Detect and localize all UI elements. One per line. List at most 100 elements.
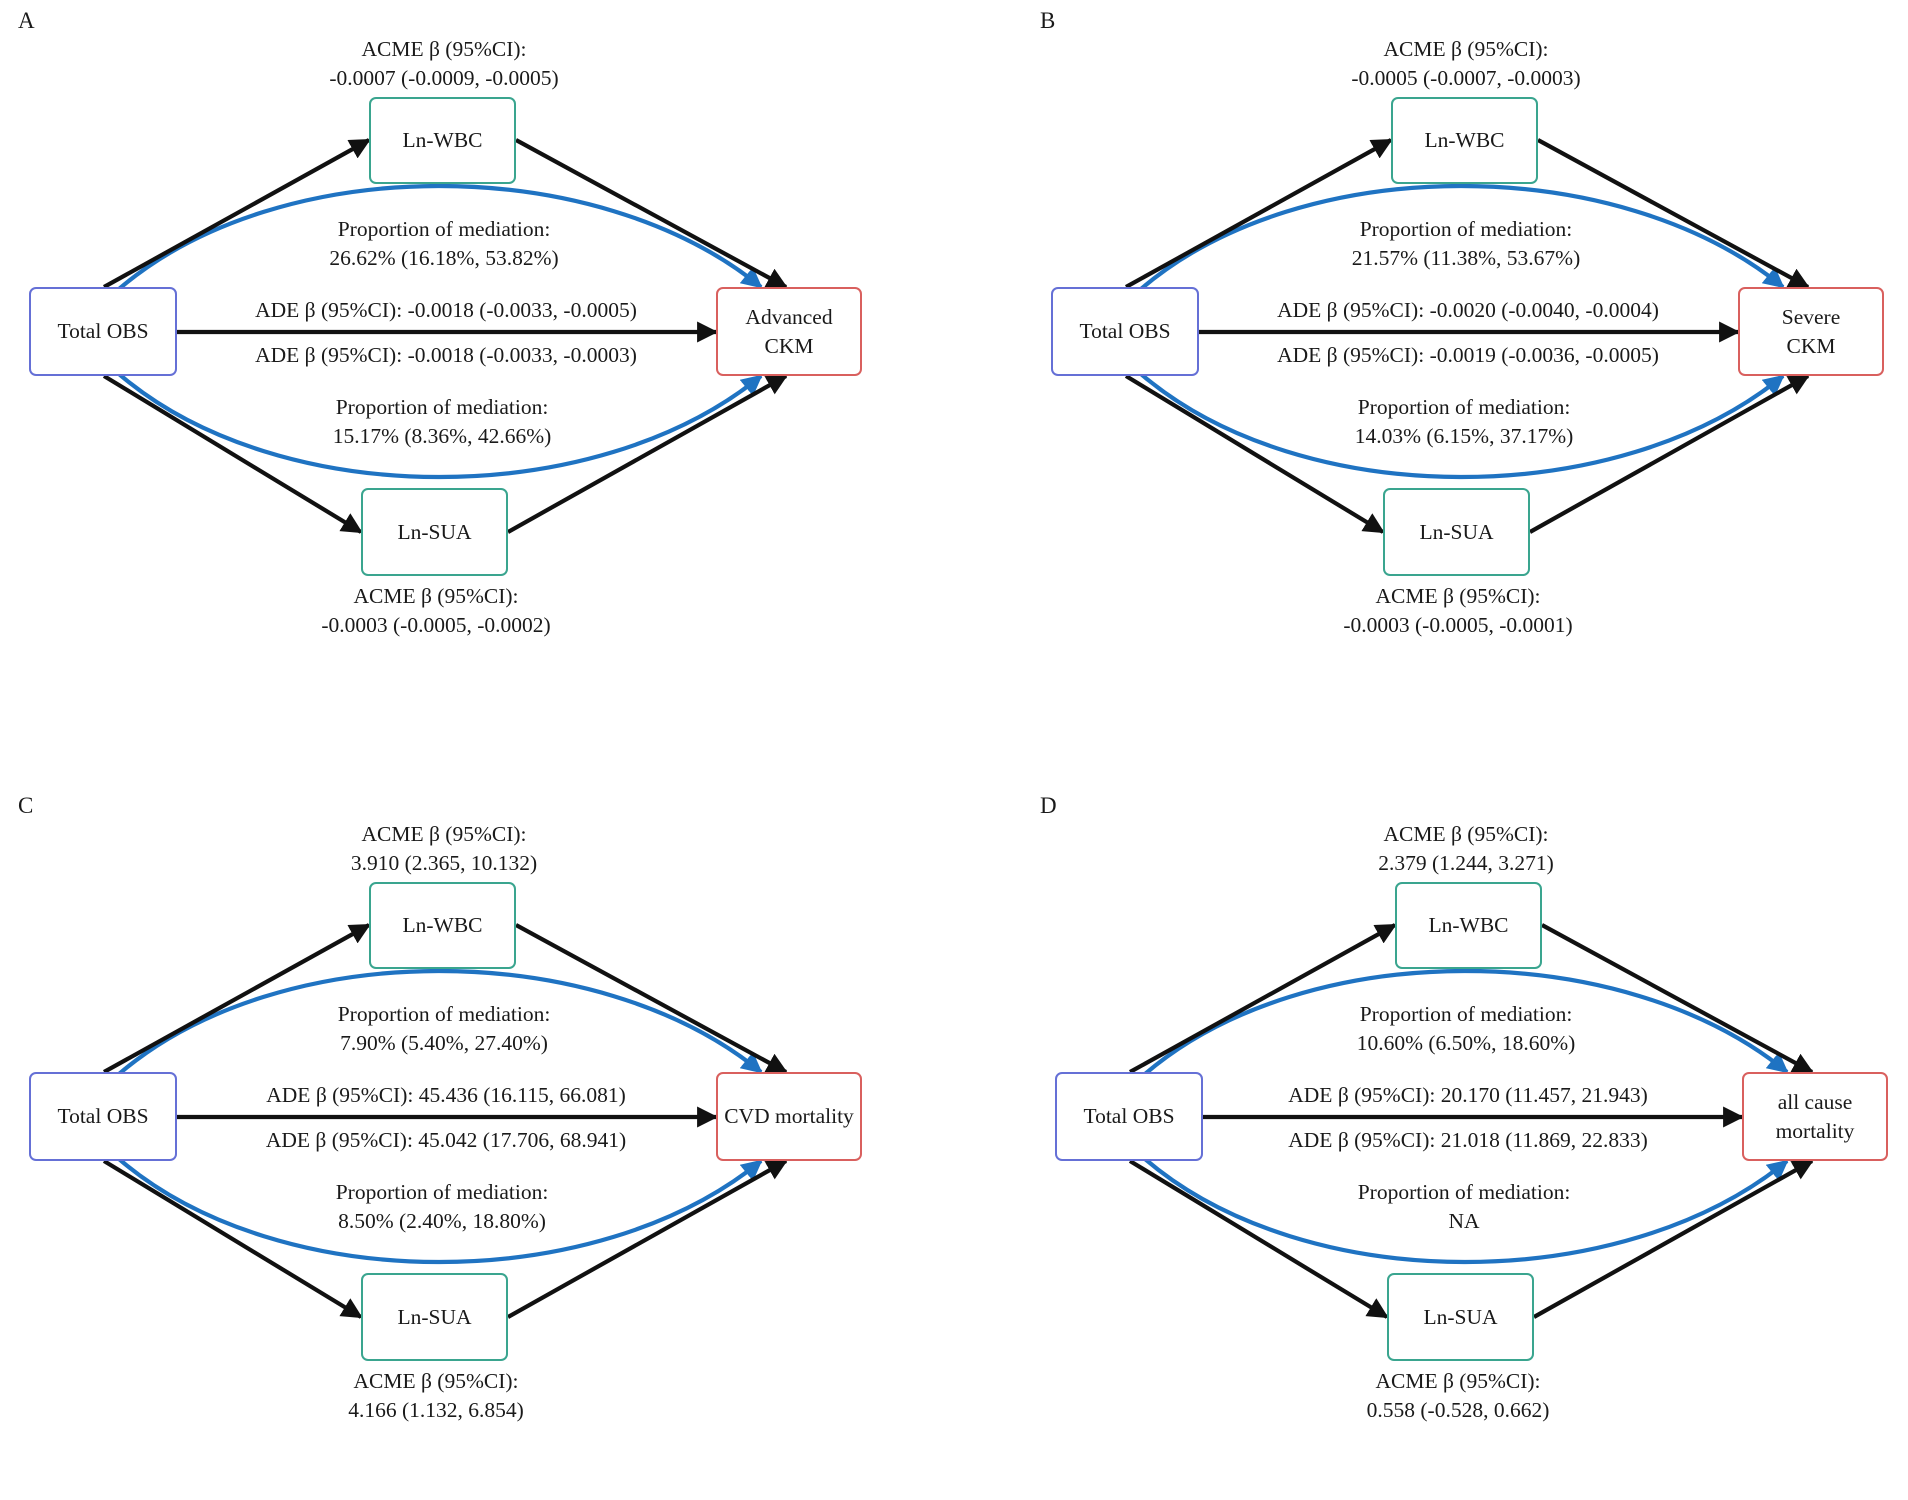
arrow-exposure-to-wbc <box>1124 138 1393 289</box>
acme-heading: ACME β (95%CI): <box>1383 37 1549 61</box>
ade-label-wbc: ADE β (95%CI): 45.436 (16.115, 66.081) <box>266 1081 625 1110</box>
pm-value: 26.62% (16.18%, 53.82%) <box>329 246 559 270</box>
arrow-sua-to-outcome <box>506 374 788 534</box>
mediation-arc-sua <box>1143 1157 1789 1265</box>
acme-label-wbc: ACME β (95%CI): 3.910 (2.365, 10.132) <box>351 820 537 878</box>
ade-text: ADE β (95%CI): -0.0018 (-0.0033, -0.0005… <box>255 298 637 322</box>
mediator-label: Ln-WBC <box>1424 128 1505 152</box>
ade-label-sua: ADE β (95%CI): 45.042 (17.706, 68.941) <box>266 1126 626 1155</box>
mediator-label: Ln-SUA <box>397 519 472 544</box>
arrow-sua-to-outcome <box>1528 374 1810 534</box>
path-diagram <box>102 138 788 534</box>
exposure-box: Total OBS <box>29 287 177 376</box>
mediator-label: Ln-WBC <box>402 128 483 152</box>
mediation-proportion-wbc: Proportion of mediation:21.57% (11.38%, … <box>1352 215 1581 273</box>
pm-value: 8.50% (2.40%, 18.80%) <box>338 1209 546 1233</box>
acme-value: -0.0003 (-0.0005, -0.0002) <box>321 613 551 637</box>
pm-heading: Proportion of mediation: <box>1357 395 1571 419</box>
arrow-sua-to-outcome <box>506 1159 788 1319</box>
pm-heading: Proportion of mediation: <box>1357 1180 1571 1204</box>
panel-letter: D <box>1040 793 1057 818</box>
mediator-box-sua: Ln-SUA <box>1387 1273 1534 1361</box>
mediator-label: Ln-WBC <box>1428 913 1509 937</box>
outcome-label: CKM <box>764 333 814 358</box>
arrow-exposure-to-sua <box>102 374 363 534</box>
mediator-box-sua: Ln-SUA <box>361 488 508 576</box>
path-diagram <box>102 923 788 1319</box>
ade-label-wbc: ADE β (95%CI): -0.0018 (-0.0033, -0.0005… <box>255 296 637 325</box>
pm-value: NA <box>1448 1209 1480 1233</box>
mediator-label: Ln-SUA <box>397 1304 472 1329</box>
exposure-label: Total OBS <box>57 319 149 343</box>
pm-value: 14.03% (6.15%, 37.17%) <box>1354 424 1574 448</box>
outcome-label: Severe <box>1781 304 1841 329</box>
path-diagram <box>1128 923 1814 1319</box>
arrow-exposure-to-sua <box>102 1159 363 1319</box>
acme-value: -0.0003 (-0.0005, -0.0001) <box>1343 613 1573 637</box>
mediation-arc-wbc <box>1139 183 1785 291</box>
mediator-label: Ln-SUA <box>1419 519 1494 544</box>
mediator-box-wbc: Ln-WBC <box>1391 97 1538 184</box>
exposure-label: Total OBS <box>1079 319 1171 343</box>
pm-heading: Proportion of mediation: <box>1359 1002 1573 1026</box>
ade-label-sua: ADE β (95%CI): -0.0018 (-0.0033, -0.0003… <box>255 341 637 370</box>
arrow-exposure-to-wbc <box>102 923 371 1074</box>
acme-heading: ACME β (95%CI): <box>361 822 527 846</box>
arrow-exposure-to-sua <box>1124 374 1385 534</box>
pm-heading: Proportion of mediation: <box>335 395 549 419</box>
pm-heading: Proportion of mediation: <box>337 217 551 241</box>
outcome-label: Advanced <box>745 304 833 329</box>
mediation-arc-wbc <box>117 968 763 1076</box>
mediation-arc-sua <box>117 372 763 480</box>
acme-heading: ACME β (95%CI): <box>361 37 527 61</box>
acme-value: 2.379 (1.244, 3.271) <box>1378 851 1554 875</box>
exposure-label: Total OBS <box>1083 1104 1175 1128</box>
arrow-exposure-to-sua <box>1128 1159 1389 1319</box>
acme-label-wbc: ACME β (95%CI):2.379 (1.244, 3.271) <box>1378 820 1554 878</box>
acme-heading: ACME β (95%CI): <box>353 584 519 608</box>
acme-label-sua: ACME β (95%CI):-0.0003 (-0.0005, -0.0001… <box>1343 582 1572 640</box>
ade-text: ADE β (95%CI): 20.170 (11.457, 21.943) <box>1288 1083 1648 1107</box>
mediation-proportion-sua: Proportion of mediation: NA <box>1358 1178 1571 1236</box>
acme-value: -0.0007 (-0.0009, -0.0005) <box>329 66 559 90</box>
pm-heading: Proportion of mediation: <box>1359 217 1573 241</box>
acme-label-wbc: ACME β (95%CI): -0.0007 (-0.0009, -0.0005… <box>329 35 558 93</box>
panel-letter: A <box>18 8 35 33</box>
acme-label-sua: ACME β (95%CI):4.166 (1.132, 6.854) <box>348 1367 524 1425</box>
ade-text: ADE β (95%CI): -0.0020 (-0.0040, -0.0004… <box>1277 298 1659 322</box>
ade-text: ADE β (95%CI): 45.436 (16.115, 66.081) <box>266 1083 626 1107</box>
pm-value: 10.60% (6.50%, 18.60%) <box>1356 1031 1576 1055</box>
acme-label-wbc: ACME β (95%CI):-0.0005 (-0.0007, -0.0003… <box>1351 35 1580 93</box>
arrow-wbc-to-outcome <box>514 923 788 1074</box>
arrow-exposure-to-wbc <box>1128 923 1397 1074</box>
acme-heading: ACME β (95%CI): <box>1375 1369 1541 1393</box>
acme-heading: ACME β (95%CI): <box>353 1369 519 1393</box>
panel-letter: C <box>18 793 34 818</box>
panel-letter: B <box>1040 8 1056 33</box>
arrow-exposure-to-wbc <box>102 138 371 289</box>
exposure-box: Total OBS <box>1051 287 1199 376</box>
mediator-label: Ln-SUA <box>1423 1304 1498 1329</box>
exposure-box: Total OBS <box>29 1072 177 1161</box>
mediation-proportion-wbc: Proportion of mediation:7.90% (5.40%, 27… <box>338 1000 551 1058</box>
mediation-proportion-wbc: Proportion of mediation: 26.62% (16.18%, … <box>329 215 558 273</box>
ade-text: ADE β (95%CI): -0.0019 (-0.0036, -0.0005… <box>1277 343 1659 367</box>
ade-text: ADE β (95%CI): 45.042 (17.706, 68.941) <box>265 1128 627 1152</box>
ade-label-wbc: ADE β (95%CI): 20.170 (11.457, 21.943) <box>1288 1081 1647 1110</box>
ade-text: ADE β (95%CI): 21.018 (11.869, 22.833) <box>1288 1128 1648 1152</box>
outcome-label: CKM <box>1786 333 1836 358</box>
mediator-box-wbc: Ln-WBC <box>369 882 516 969</box>
mediation-arc-wbc <box>1143 968 1789 1076</box>
outcome-label: CVD mortality <box>724 1104 854 1128</box>
arrow-wbc-to-outcome <box>1540 923 1814 1074</box>
acme-value: 3.910 (2.365, 10.132) <box>350 851 538 875</box>
mediation-proportion-wbc: Proportion of mediation: 10.60% (6.50%, 1… <box>1357 1000 1576 1058</box>
acme-label-sua: ACME β (95%CI): -0.0003 (-0.0005, -0.0002… <box>321 582 550 640</box>
